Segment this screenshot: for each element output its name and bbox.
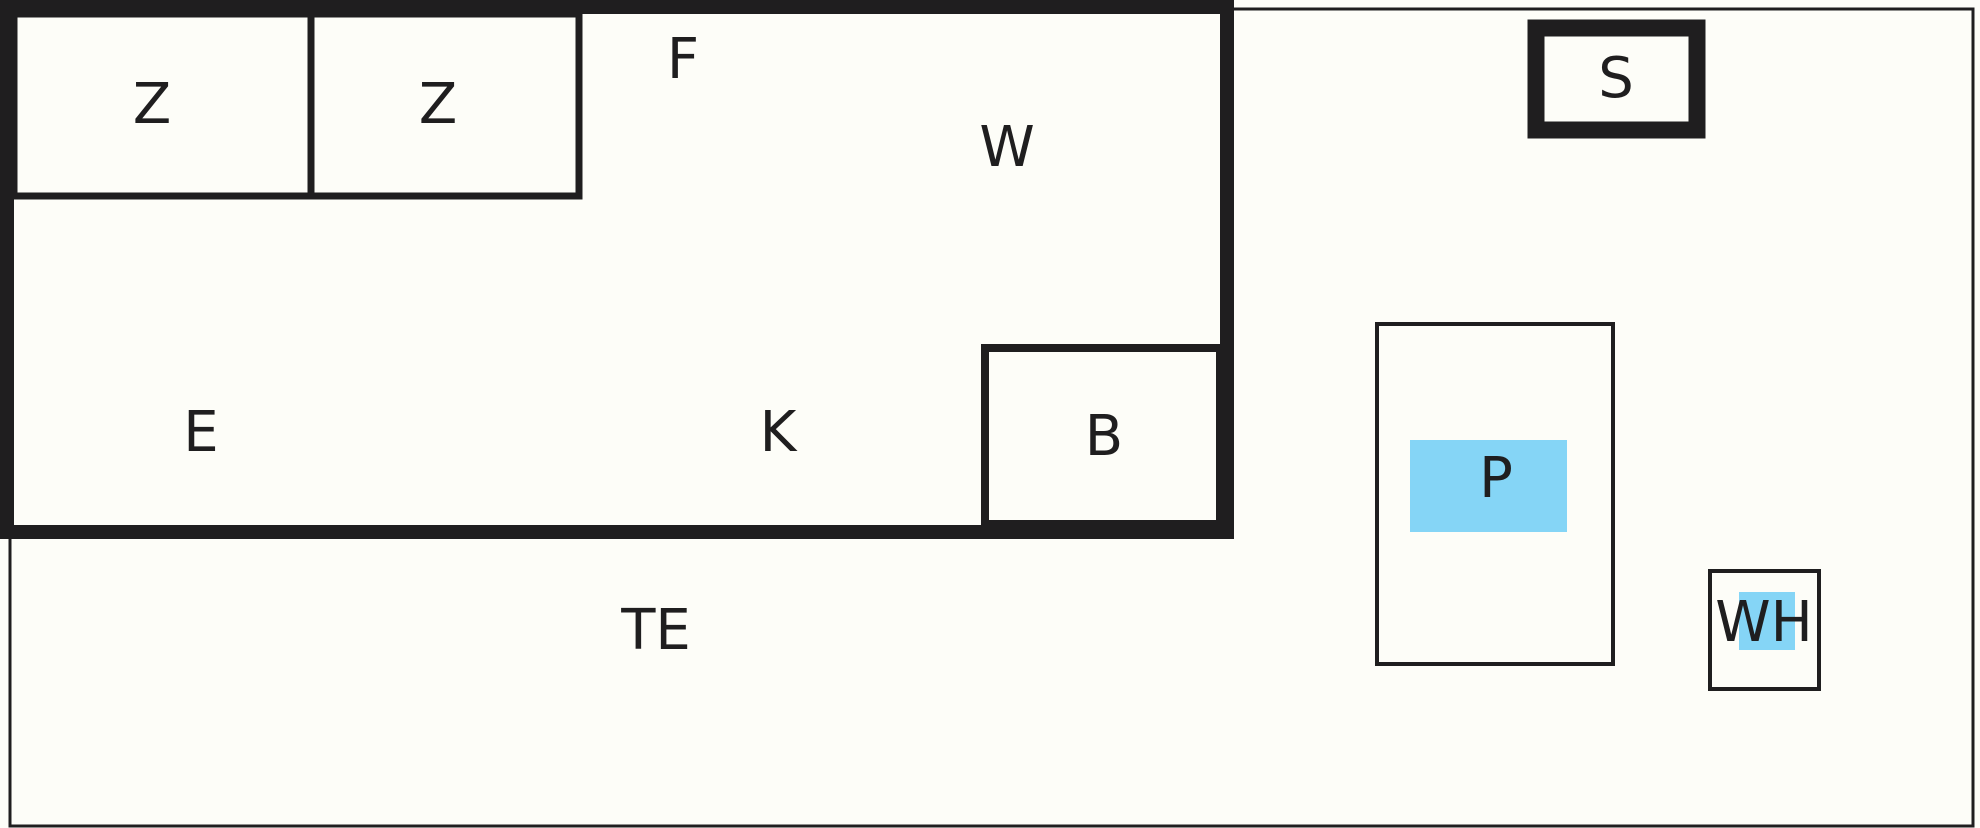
label-te: TE <box>620 598 691 663</box>
label-k: K <box>760 400 798 465</box>
wh-highlight <box>1739 592 1795 650</box>
room-p <box>1375 322 1615 666</box>
label-s: S <box>1598 46 1634 111</box>
label-b: B <box>1085 404 1123 469</box>
room-z-right <box>307 10 583 200</box>
room-s <box>1527 19 1706 139</box>
label-f: F <box>667 27 699 92</box>
label-p: P <box>1479 446 1513 511</box>
p-highlight <box>1410 440 1567 532</box>
label-wh: WH <box>1715 590 1812 655</box>
label-z-right: Z <box>419 72 457 137</box>
label-z-left: Z <box>133 72 171 137</box>
room-b <box>981 344 1224 528</box>
label-w: W <box>979 115 1034 180</box>
room-wh <box>1708 569 1821 691</box>
label-e: E <box>183 400 218 465</box>
